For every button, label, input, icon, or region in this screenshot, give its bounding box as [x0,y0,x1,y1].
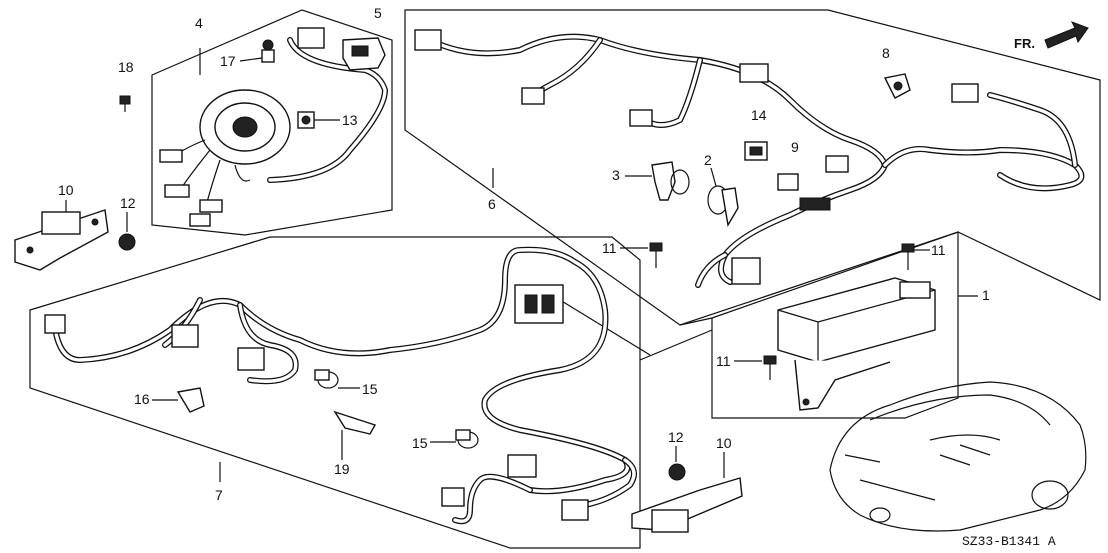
group-outline-1 [711,231,959,419]
clip-9 [777,173,799,191]
bolt-18 [119,95,131,112]
clip-8 [883,73,911,99]
vehicle-location-illustration [829,381,1087,532]
clip-15-b [455,429,479,449]
connector [561,499,589,521]
connector [825,155,849,173]
callout-16: 16 [134,391,150,407]
clip-13 [297,111,315,129]
connector-block [514,284,564,324]
callout-9: 9 [791,139,799,155]
callout-19: 19 [334,461,350,477]
clip-16 [176,387,205,413]
callout-11-c: 11 [716,353,731,369]
group-link-line [639,329,713,361]
front-label: FR. [1014,36,1035,51]
callout-11-b: 11 [931,242,946,258]
callout-6: 6 [488,196,496,212]
callout-4: 4 [195,15,203,31]
callout-5: 5 [374,5,382,21]
bolt-12-left [118,233,136,251]
clip-2 [707,185,739,228]
callout-15-b: 15 [412,435,428,451]
front-direction-arrow [1044,21,1089,49]
connector [297,27,325,49]
callout-8: 8 [882,45,890,61]
connector [44,314,66,334]
bolt-11-a [649,242,663,268]
bolt-11-c [763,355,777,380]
clip-3 [651,161,690,201]
diagram-code: SZ33-B1341 A [962,534,1056,549]
callout-13: 13 [342,112,358,128]
connector [739,63,769,83]
group-outline-7 [29,236,641,549]
group-link-line [679,317,713,326]
connector [171,324,199,348]
connector [951,83,979,103]
connector [237,347,265,371]
connector [507,454,537,478]
callout-10-bottom: 10 [716,435,732,451]
clip-19 [333,410,377,435]
callout-7: 7 [215,487,223,503]
callout-18: 18 [118,59,134,75]
group-outline-4 [151,9,393,236]
cable-reel-assembly [159,89,291,227]
callout-1: 1 [982,287,990,303]
callout-15-a: 15 [362,381,378,397]
connector [441,487,465,507]
callout-12-bottom: 12 [668,429,684,445]
callout-14: 14 [751,107,767,123]
clip-17 [261,39,275,63]
callout-3: 3 [612,167,620,183]
callout-17: 17 [220,53,236,69]
callout-2: 2 [704,152,712,168]
callout-10-left: 10 [58,182,74,198]
callout-11-a: 11 [602,240,617,256]
connector [521,87,545,105]
harness-sleeve [799,197,831,211]
connector [731,257,761,285]
sensor-bracket-10-bottom [631,477,743,533]
bolt-11-b [901,243,915,270]
srs-control-unit [777,277,936,411]
sensor-bracket-10-left [14,209,109,271]
connector [629,109,653,127]
group-outline-6 [404,9,1101,326]
bolt-12-bottom [668,463,686,481]
clip-14 [744,141,768,161]
connector [414,29,442,51]
callout-12-left: 12 [120,195,136,211]
clip-15-a [314,369,339,389]
connector-bracket-5 [342,37,386,71]
